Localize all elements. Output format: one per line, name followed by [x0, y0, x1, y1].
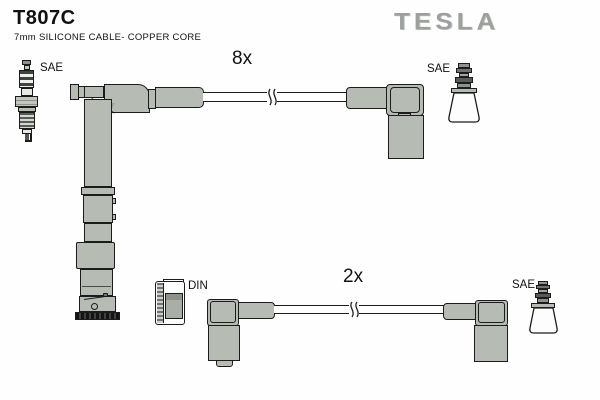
boot-head-inner: [390, 87, 420, 113]
boot-body: [208, 325, 240, 361]
sae-label-spark-plug: SAE: [40, 62, 64, 74]
din-inner-band: [166, 294, 182, 300]
boot-side-tab: [112, 198, 116, 204]
spark-plug-stem: [24, 65, 30, 70]
spark-plug-center-electrode: [25, 134, 29, 140]
cable-sleeve-right: [346, 87, 387, 109]
quantity-label-secondary: 2x: [343, 266, 364, 287]
boot-wide-block: [76, 242, 115, 269]
boot-ribbed-base: [75, 312, 120, 320]
terminal-cap: [458, 63, 470, 68]
spark-plug-ground-electrode: [30, 134, 32, 142]
spark-plug-terminal-nut: [22, 60, 31, 65]
boot-head-inner: [478, 302, 505, 323]
boot-foot: [216, 360, 233, 367]
boot-vent-hole: [91, 303, 98, 310]
cable-sleeve-left: [155, 87, 204, 108]
din-connector-icon: [155, 279, 187, 327]
terminal-rib: [457, 83, 471, 88]
spark-plug-insulator-ribs: [19, 70, 34, 88]
boot-joint-band: [81, 187, 115, 195]
part-number: T807C: [13, 7, 76, 29]
quantity-label-main: 8x: [232, 48, 253, 69]
terminal-rib: [535, 293, 551, 298]
spark-plug-tip: [22, 129, 32, 134]
boot-segment-line: [82, 286, 111, 287]
boot-column-mid: [83, 195, 113, 223]
boot-column-lower: [84, 223, 112, 242]
spark-plug-gasket: [18, 107, 36, 112]
cable-sleeve-right: [443, 303, 477, 320]
spark-plug-ground-strap: [25, 140, 32, 142]
boot-bar-divider: [103, 87, 104, 97]
terminal-rib: [456, 68, 472, 73]
terminal-rib: [537, 298, 549, 303]
sae-label-top-right: SAE: [427, 63, 451, 75]
terminal-cap: [538, 281, 548, 285]
cable-break-mark: [349, 301, 359, 318]
boot-side-tab: [112, 214, 116, 220]
boot-column-upper: [84, 99, 112, 187]
boot-bar-divider: [84, 87, 85, 97]
sae-label-bottom-right: SAE: [512, 279, 536, 291]
terminal-cone: [448, 92, 480, 123]
boot-body: [388, 115, 424, 159]
cable-sleeve-left: [238, 302, 275, 319]
spark-plug-hex-nut: [15, 96, 38, 107]
sae-terminal-icon-bottom: [525, 280, 561, 336]
boot-segment: [80, 269, 113, 296]
din-label: DIN: [188, 280, 208, 292]
terminal-rib: [538, 289, 548, 293]
terminal-rib: [459, 73, 469, 77]
spark-plug-insulator: [21, 88, 33, 96]
terminal-rib: [455, 77, 473, 83]
sae-terminal-icon-top: [445, 62, 483, 126]
boot-body: [474, 325, 508, 362]
boot-clip-head: [103, 293, 108, 297]
boot-head-inner: [210, 301, 236, 323]
spark-plug-threads: [19, 112, 35, 129]
terminal-cone: [529, 307, 558, 334]
spark-plug-icon: [13, 60, 47, 144]
cable-break-mark: [267, 88, 277, 106]
brand-logo: TESLA: [394, 7, 500, 35]
terminal-rib: [536, 285, 550, 289]
din-ribbed-edge: [157, 283, 164, 323]
part-description: 7mm SILICONE CABLE- COPPER CORE: [14, 32, 202, 43]
